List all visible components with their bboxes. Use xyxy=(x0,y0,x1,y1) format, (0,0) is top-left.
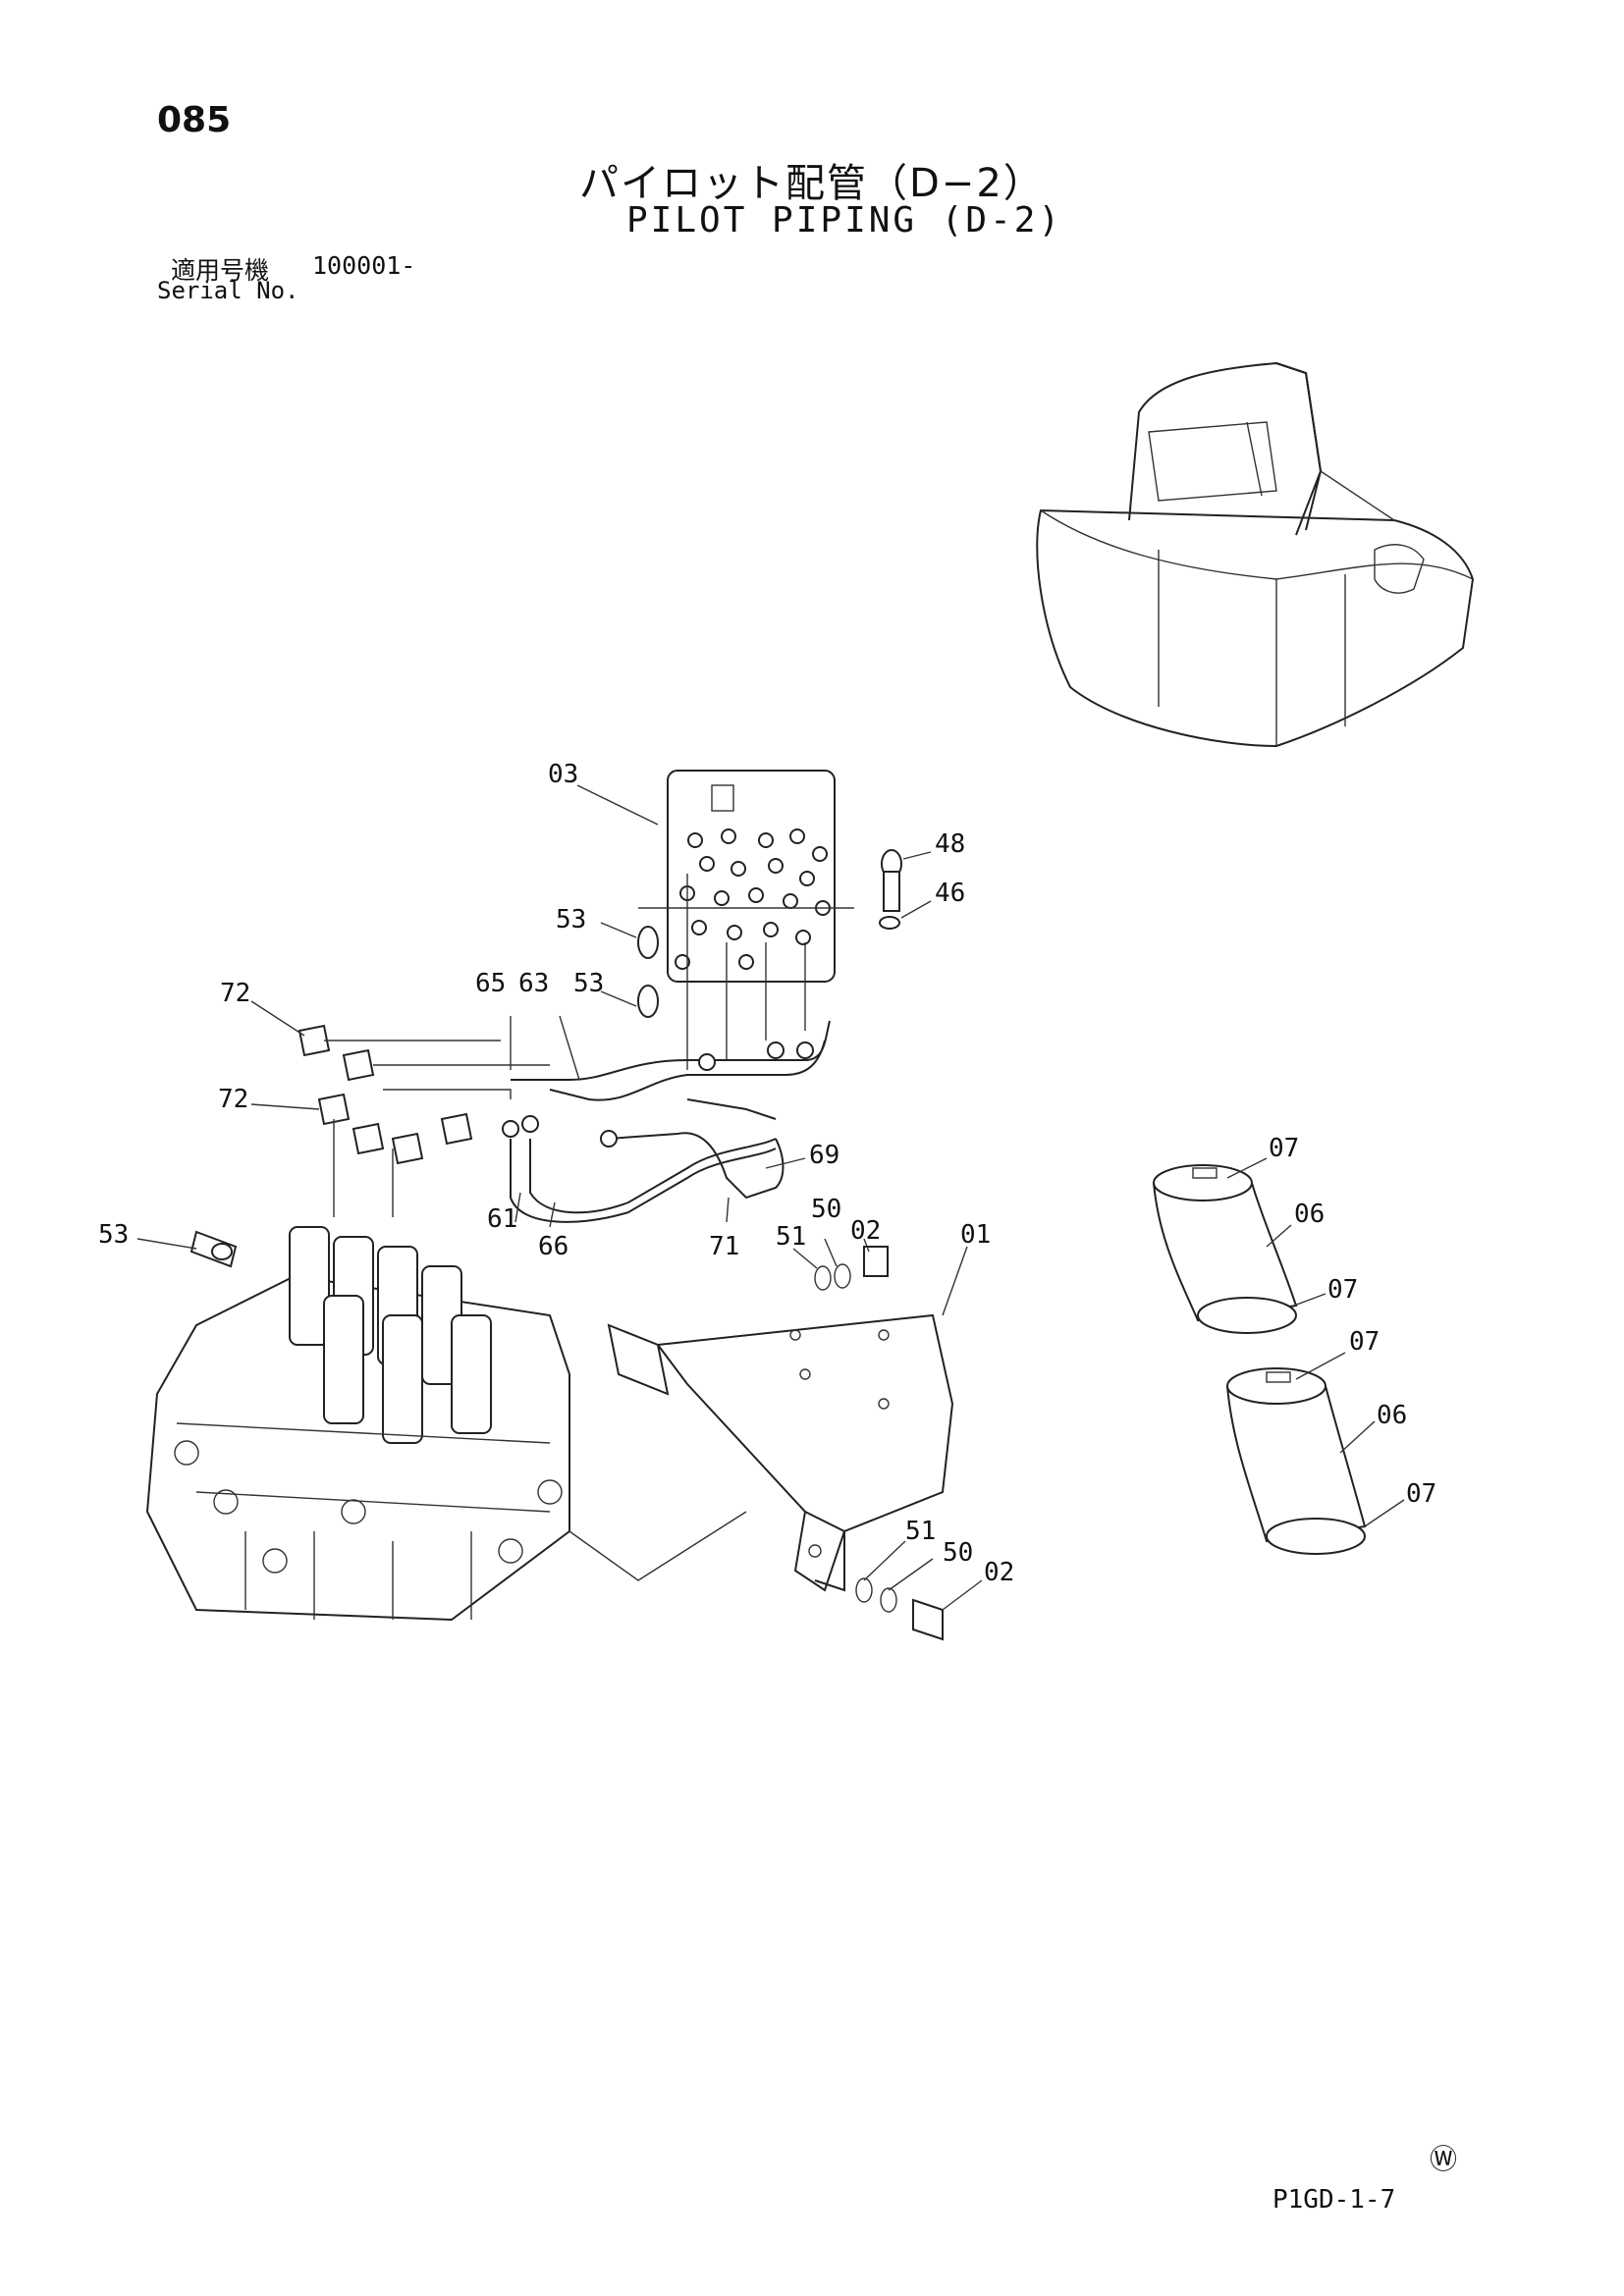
callout-50-lower: 50 xyxy=(943,1538,973,1568)
accumulator-lower xyxy=(1226,1367,1367,1555)
pilot-pipes xyxy=(502,1020,831,1223)
callout-50-upper: 50 xyxy=(811,1195,841,1224)
callout-53-middle: 53 xyxy=(573,969,604,998)
callout-02-upper: 02 xyxy=(850,1216,881,1246)
callout-51-lower: 51 xyxy=(905,1517,936,1546)
page-code: P1GD-1-7 xyxy=(1272,2185,1396,2215)
callout-72-upper: 72 xyxy=(220,979,250,1008)
serial-label-japanese: 適用号機 xyxy=(171,256,270,285)
callout-66: 66 xyxy=(538,1232,568,1261)
serial-range: 100001- xyxy=(312,251,416,280)
pilot-valve-block xyxy=(638,770,854,1070)
callout-65: 65 xyxy=(475,969,506,998)
callout-53-lower: 53 xyxy=(98,1220,129,1250)
callout-01: 01 xyxy=(960,1220,991,1250)
hardware xyxy=(211,849,944,1641)
callout-48: 48 xyxy=(935,829,965,859)
callout-07-upper-top: 07 xyxy=(1269,1134,1299,1163)
callout-46: 46 xyxy=(935,879,965,908)
callout-07-lower-bottom: 07 xyxy=(1406,1479,1436,1509)
w-mark-symbol: Ⓦ xyxy=(1430,2143,1458,2175)
accumulator-upper xyxy=(1153,1164,1298,1334)
page-title-english: PILOT PIPING (D-2) xyxy=(626,200,1063,240)
callout-06-upper: 06 xyxy=(1294,1200,1325,1229)
serial-label-english: Serial No. xyxy=(157,277,299,304)
callout-51-upper: 51 xyxy=(776,1222,806,1252)
callout-06-lower: 06 xyxy=(1377,1401,1407,1430)
elbow-fittings xyxy=(298,1024,550,1217)
callout-71: 71 xyxy=(709,1232,739,1261)
control-valve xyxy=(145,1226,570,1622)
excavator-thumbnail xyxy=(1036,361,1475,748)
callout-63: 63 xyxy=(518,969,549,998)
page-title-japanese: パイロット配管（D−2） xyxy=(579,161,1045,206)
callout-53-upper: 53 xyxy=(556,905,586,934)
page-number: 085 xyxy=(157,100,232,140)
callout-69: 69 xyxy=(809,1141,839,1170)
callout-07-lower-top: 07 xyxy=(1349,1327,1380,1357)
callout-02-lower: 02 xyxy=(984,1558,1014,1587)
valve-fittings xyxy=(675,828,831,970)
callout-72-lower: 72 xyxy=(218,1085,248,1114)
callout-61: 61 xyxy=(487,1204,517,1234)
callout-03: 03 xyxy=(548,760,578,789)
callout-07-upper-bottom: 07 xyxy=(1327,1275,1358,1305)
leader-lines xyxy=(136,784,1405,1611)
bracket xyxy=(568,1313,954,1592)
